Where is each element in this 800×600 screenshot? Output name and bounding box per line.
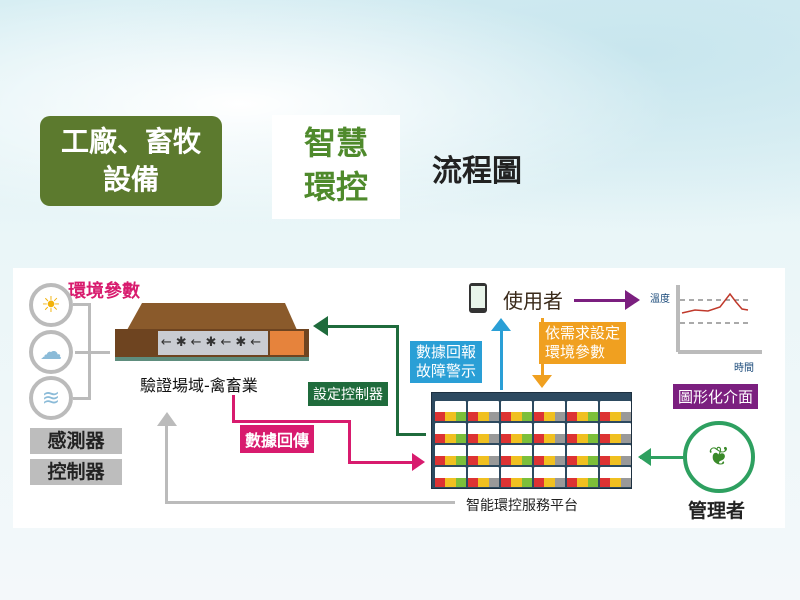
chart-x-label: 時間 (734, 363, 754, 374)
data-return-line (232, 395, 235, 422)
arrow-right-icon (412, 453, 425, 471)
smart-line-1: 智慧 (303, 124, 368, 162)
chart-y-label: 溫度 (650, 294, 670, 305)
data-report-line-2: 故障警示 (416, 362, 477, 380)
dashboard-cell (600, 445, 631, 465)
arrow-up-icon (157, 412, 177, 426)
connector (73, 397, 90, 400)
page-title: 流程圖 (432, 154, 522, 189)
temperature-chart (676, 285, 762, 354)
rain-cloud-icon: ☁ (29, 330, 73, 374)
dashboard-cell (600, 467, 631, 487)
arrow-left-icon (313, 316, 328, 336)
dashboard-cell (468, 401, 499, 421)
arrow-right-icon (625, 290, 640, 310)
smartphone-icon (469, 283, 487, 313)
dashboard-cell (501, 401, 532, 421)
site-label: 驗證場域-禽畜業 (140, 376, 258, 395)
set-params-tag: 依需求設定 環境參數 (539, 322, 627, 364)
set-controller-tag: 設定控制器 (308, 382, 388, 406)
data-return-line (348, 461, 413, 464)
data-report-tag: 數據回報 故障警示 (410, 341, 483, 383)
wind-icon: ≋ (29, 376, 73, 420)
dashboard-cell (501, 445, 532, 465)
dashboard-cell (534, 423, 565, 443)
data-report-line (500, 325, 503, 390)
set-controller-line (328, 325, 398, 328)
user-label: 使用者 (503, 289, 563, 313)
connector (73, 303, 90, 306)
dashboard-cell (435, 423, 466, 443)
dashboard-cell (468, 423, 499, 443)
dashboard-cell (600, 401, 631, 421)
dashboard-cell (534, 401, 565, 421)
dashboard-cell (567, 401, 598, 421)
arrow-left-icon (638, 448, 651, 466)
dashboard-cell (435, 467, 466, 487)
platform-arrow-line (165, 425, 168, 503)
set-params-line-2: 環境參數 (545, 343, 606, 361)
dashboard-cell (435, 445, 466, 465)
sun-icon: ☀ (29, 283, 73, 327)
dashboard-cell (501, 423, 532, 443)
dashboard-cell (567, 445, 598, 465)
platform-arrow-line (165, 501, 455, 504)
user-to-chart-line (574, 299, 626, 302)
admin-logo-icon: ❦ (683, 421, 755, 493)
controller-tag: 控制器 (30, 459, 122, 485)
arrow-down-icon (532, 375, 552, 388)
dashboard-cell (468, 467, 499, 487)
dashboard-cell (567, 467, 598, 487)
env-params-label: 環境參數 (68, 281, 140, 302)
graphic-ui-tag: 圖形化介面 (673, 384, 759, 409)
dashboard-cell (435, 401, 466, 421)
platform-label: 智能環控服務平台 (466, 498, 578, 514)
dashboard-cell (534, 467, 565, 487)
sensor-tag: 感測器 (30, 428, 122, 454)
admin-line (640, 456, 685, 459)
set-params-line-1: 依需求設定 (545, 324, 621, 342)
dashboard-cell (567, 423, 598, 443)
data-report-line-1: 數據回報 (416, 343, 477, 361)
title-line-2: 設備 (102, 163, 159, 196)
dashboard-cell (534, 445, 565, 465)
connector (75, 351, 110, 354)
platform-dashboard (431, 392, 632, 489)
title-box-smart-control: 智慧 環控 (272, 115, 400, 219)
barn-illustration: ←✱←✱←✱← (115, 303, 309, 361)
data-return-tag: 數據回傳 (240, 425, 315, 453)
title-line-1: 工廠、畜牧 (60, 125, 201, 158)
arrow-up-icon (491, 318, 511, 331)
dashboard-cell (501, 467, 532, 487)
temperature-line (681, 292, 749, 314)
data-return-line (232, 420, 350, 423)
dashboard-cell (468, 445, 499, 465)
title-box-equipment: 工廠、畜牧 設備 (40, 116, 222, 206)
data-return-line (348, 420, 351, 464)
admin-label: 管理者 (688, 500, 746, 522)
set-controller-line (396, 433, 426, 436)
set-controller-line (396, 325, 399, 435)
smart-line-2: 環控 (303, 168, 368, 206)
dashboard-cell (600, 423, 631, 443)
